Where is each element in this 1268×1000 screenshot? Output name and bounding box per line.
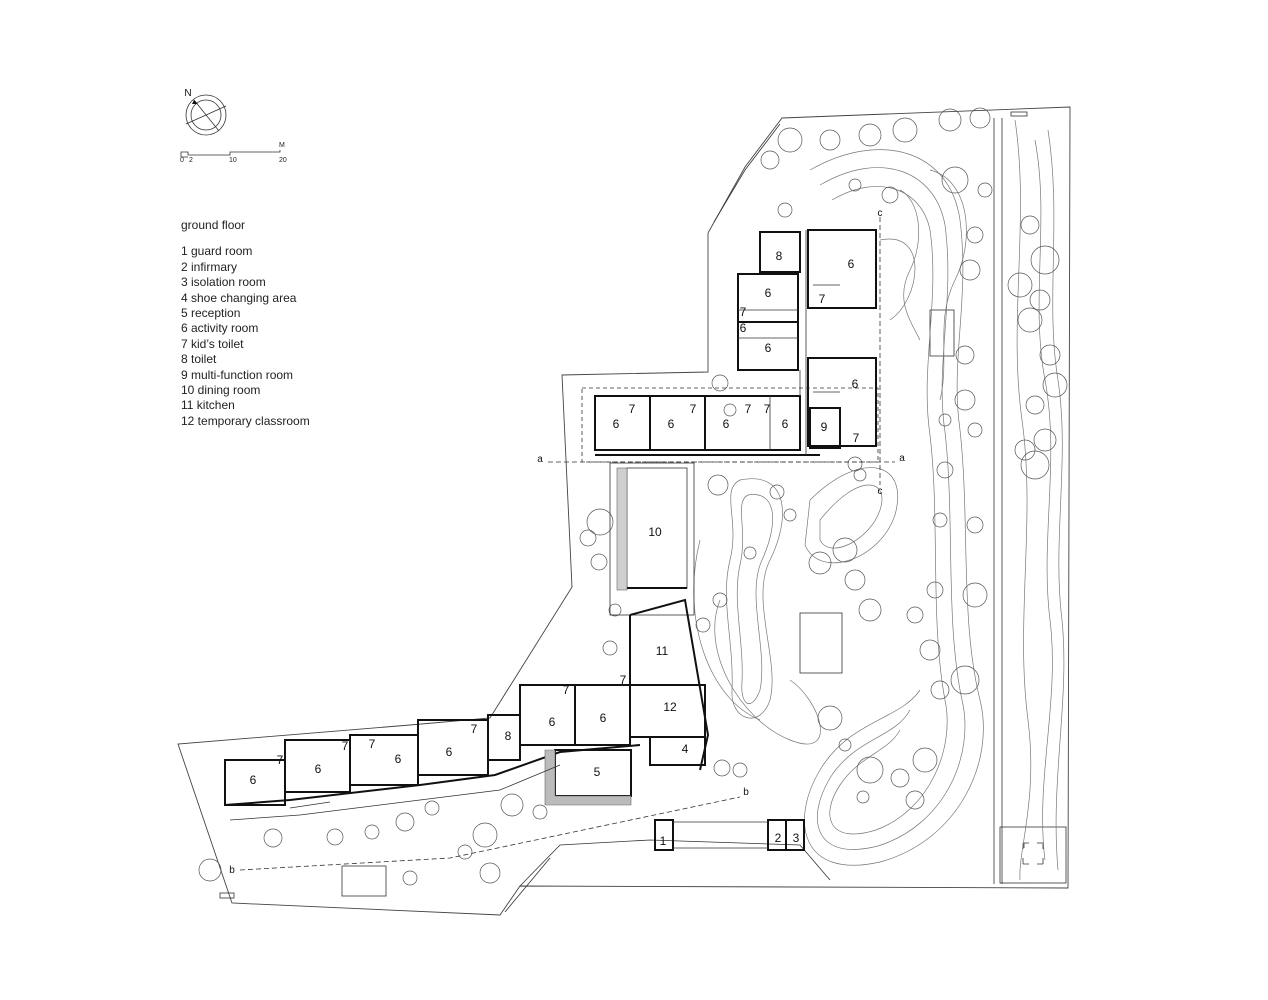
scale-tick-label: 0 — [180, 157, 184, 164]
building-dining-hall — [609, 462, 695, 616]
room-label: 6 — [250, 773, 257, 787]
room-label: 10 — [648, 525, 662, 539]
room-label: 7 — [764, 402, 771, 416]
legend-item: 1 guard room — [181, 244, 253, 259]
room-label: 6 — [549, 715, 556, 729]
trees — [198, 107, 1068, 886]
room-label: 3 — [793, 831, 800, 845]
room-label: 1 — [660, 834, 667, 848]
scale-tick-label: 20 — [279, 157, 287, 164]
room-label: 7 — [853, 431, 860, 445]
room-label: 9 — [821, 420, 828, 434]
legend-item: 7 kid’s toilet — [181, 336, 244, 351]
room-label: 11 — [656, 644, 669, 658]
room-label: 7 — [563, 683, 570, 697]
section-marker: b — [229, 865, 235, 876]
legend-list: 1 guard room 2 infirmary 3 isolation roo… — [181, 244, 310, 429]
scale-bar — [180, 150, 281, 158]
legend-item: 2 infirmary — [181, 259, 238, 274]
room-label: 7 — [277, 753, 284, 767]
room-label: 7 — [620, 673, 627, 687]
room-label: 7 — [740, 305, 747, 319]
room-label: 6 — [600, 711, 607, 725]
room-label: 6 — [848, 257, 855, 271]
building-south-wing — [224, 598, 805, 851]
room-label: 7 — [629, 402, 636, 416]
section-lines: a a b b c c — [229, 208, 905, 876]
legend-item: 8 toilet — [181, 352, 217, 367]
legend: ground floor 1 guard room 2 infirmary 3 … — [181, 218, 310, 429]
room-label: 6 — [782, 417, 789, 431]
room-label: 2 — [775, 831, 782, 845]
room-label: 6 — [740, 321, 747, 335]
section-marker: c — [878, 208, 883, 219]
room-label: 6 — [395, 752, 402, 766]
room-label: 5 — [594, 765, 601, 779]
room-label: 7 — [369, 737, 376, 751]
scale-tick-label: 2 — [189, 157, 193, 164]
landscape-contours — [693, 119, 1065, 881]
room-label: 6 — [852, 377, 859, 391]
legend-item: 6 activity room — [181, 321, 259, 336]
room-label: 4 — [682, 742, 689, 756]
room-label: 7 — [745, 402, 752, 416]
room-label: 12 — [663, 700, 677, 714]
legend-item: 11 kitchen — [181, 398, 235, 413]
section-marker: a — [537, 454, 543, 465]
room-label: 6 — [765, 341, 772, 355]
scale-unit-label: M — [279, 142, 285, 149]
room-label: 7 — [342, 739, 349, 753]
legend-item: 9 multi-function room — [181, 367, 294, 382]
room-label: 6 — [668, 417, 675, 431]
room-label: 7 — [471, 722, 478, 736]
legend-item: 10 dining room — [181, 383, 261, 398]
room-label: 6 — [723, 417, 730, 431]
section-marker: b — [743, 787, 749, 798]
room-labels: 6 7 6 7 6 7 7 6 6 8 6 7 6 7 6 6 7 9 10 1… — [250, 249, 860, 848]
legend-item: 4 shoe changing area — [181, 290, 297, 305]
section-marker: c — [878, 486, 883, 497]
scale-tick-label: 10 — [229, 157, 237, 164]
room-label: 6 — [446, 745, 453, 759]
building-north-wing — [581, 229, 879, 463]
room-label: 6 — [315, 762, 322, 776]
room-label: 8 — [776, 249, 783, 263]
section-marker: a — [899, 453, 905, 464]
room-label: 7 — [690, 402, 697, 416]
north-label: N — [184, 88, 191, 99]
site-boundary — [177, 106, 1071, 916]
scale-bar-labels: 0 2 10 20 M — [178, 142, 298, 167]
legend-title: ground floor — [181, 218, 246, 232]
north-arrow-icon: N — [184, 88, 227, 136]
room-label: 6 — [613, 417, 620, 431]
room-label: 7 — [819, 292, 826, 306]
legend-item: 12 temporary classroom — [181, 413, 310, 428]
legend-item: 5 reception — [181, 306, 241, 321]
room-label: 8 — [505, 729, 512, 743]
room-label: 6 — [765, 286, 772, 300]
legend-item: 3 isolation room — [181, 275, 266, 290]
